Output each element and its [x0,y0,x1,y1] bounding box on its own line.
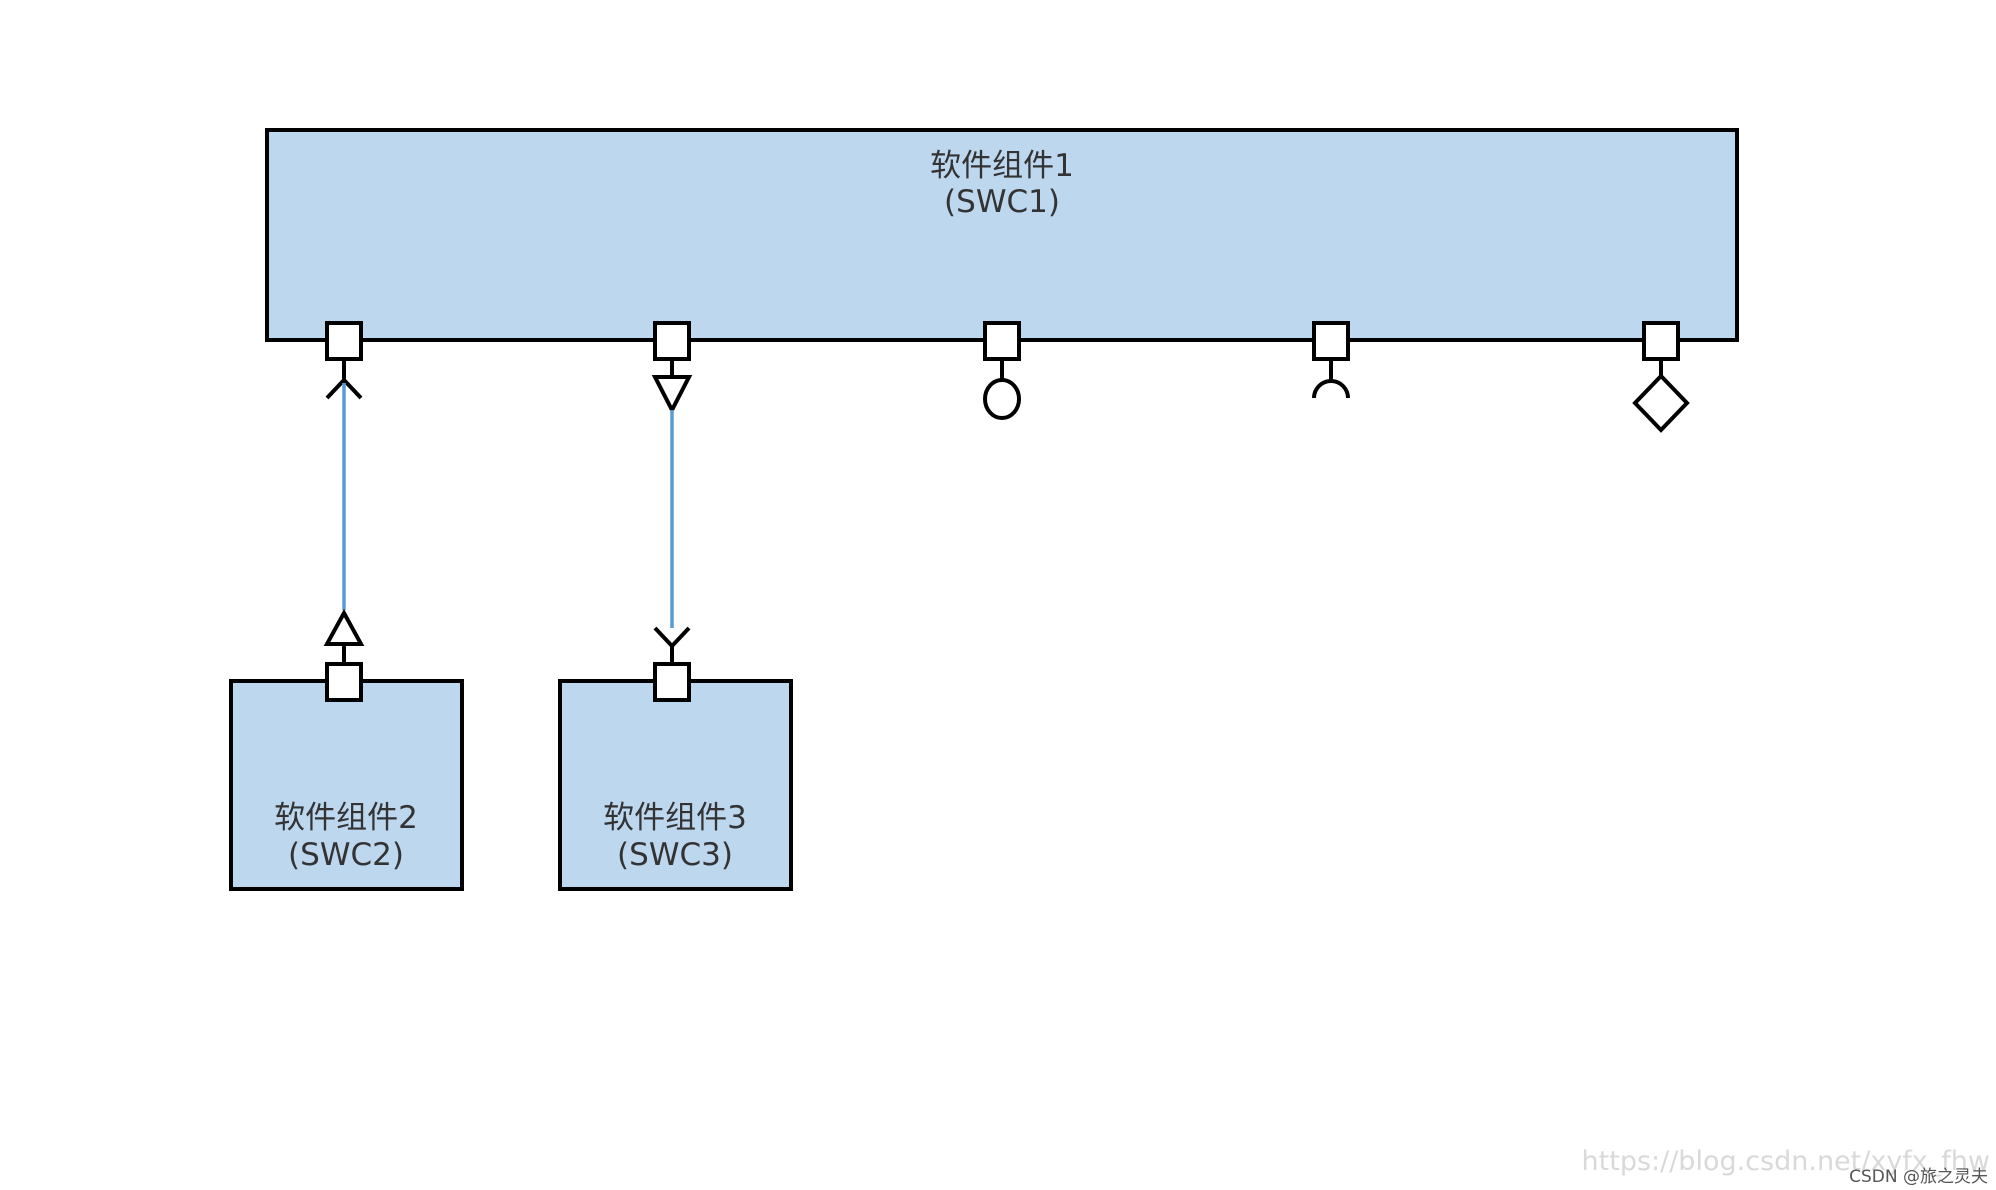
component-swc3-id: (SWC3) [617,837,733,873]
client-socket-icon [1312,359,1350,399]
component-swc3[interactable]: 软件组件3 (SWC3) [558,679,793,891]
sender-triangle-icon [323,608,365,664]
component-swc3-name: 软件组件3 [603,800,747,836]
port-square [325,321,363,361]
component-swc2-box [229,679,464,891]
swc3-port-1[interactable] [653,626,691,702]
swc1-port-4[interactable] [1312,321,1350,399]
component-swc2[interactable]: 软件组件2 (SWC2) [229,679,464,891]
sender-triangle-icon [651,359,693,415]
component-swc1[interactable]: 软件组件1 (SWC1) [265,128,1739,342]
watermark: https://blog.csdn.net/xyfx_fhw CSDN @旅之灵… [1582,1146,1990,1187]
swc1-port-2[interactable] [651,321,693,415]
component-swc1-box [265,128,1739,342]
watermark-credit: CSDN @旅之灵夫 [1849,1167,1988,1187]
port-square [325,662,363,702]
component-swc1-id: (SWC1) [944,184,1060,220]
port-square [1642,321,1680,361]
component-swc1-name: 软件组件1 [930,148,1074,184]
receiver-arrow-icon [653,626,691,664]
swc1-port-5[interactable] [1632,321,1690,433]
swc2-port-1[interactable] [323,608,365,702]
diamond-icon [1632,359,1690,433]
component-swc2-id: (SWC2) [288,837,404,873]
watermark-url: https://blog.csdn.net/xyfx_fhw [1582,1146,1990,1177]
receiver-arrow-icon [325,359,363,400]
port-square [1312,321,1350,361]
port-square [653,662,691,702]
server-circle-icon [983,359,1021,420]
component-swc3-box [558,679,793,891]
swc1-port-3[interactable] [983,321,1021,420]
port-square [653,321,691,361]
component-swc2-name: 软件组件2 [274,800,418,836]
swc1-port-1[interactable] [325,321,363,400]
port-square [983,321,1021,361]
